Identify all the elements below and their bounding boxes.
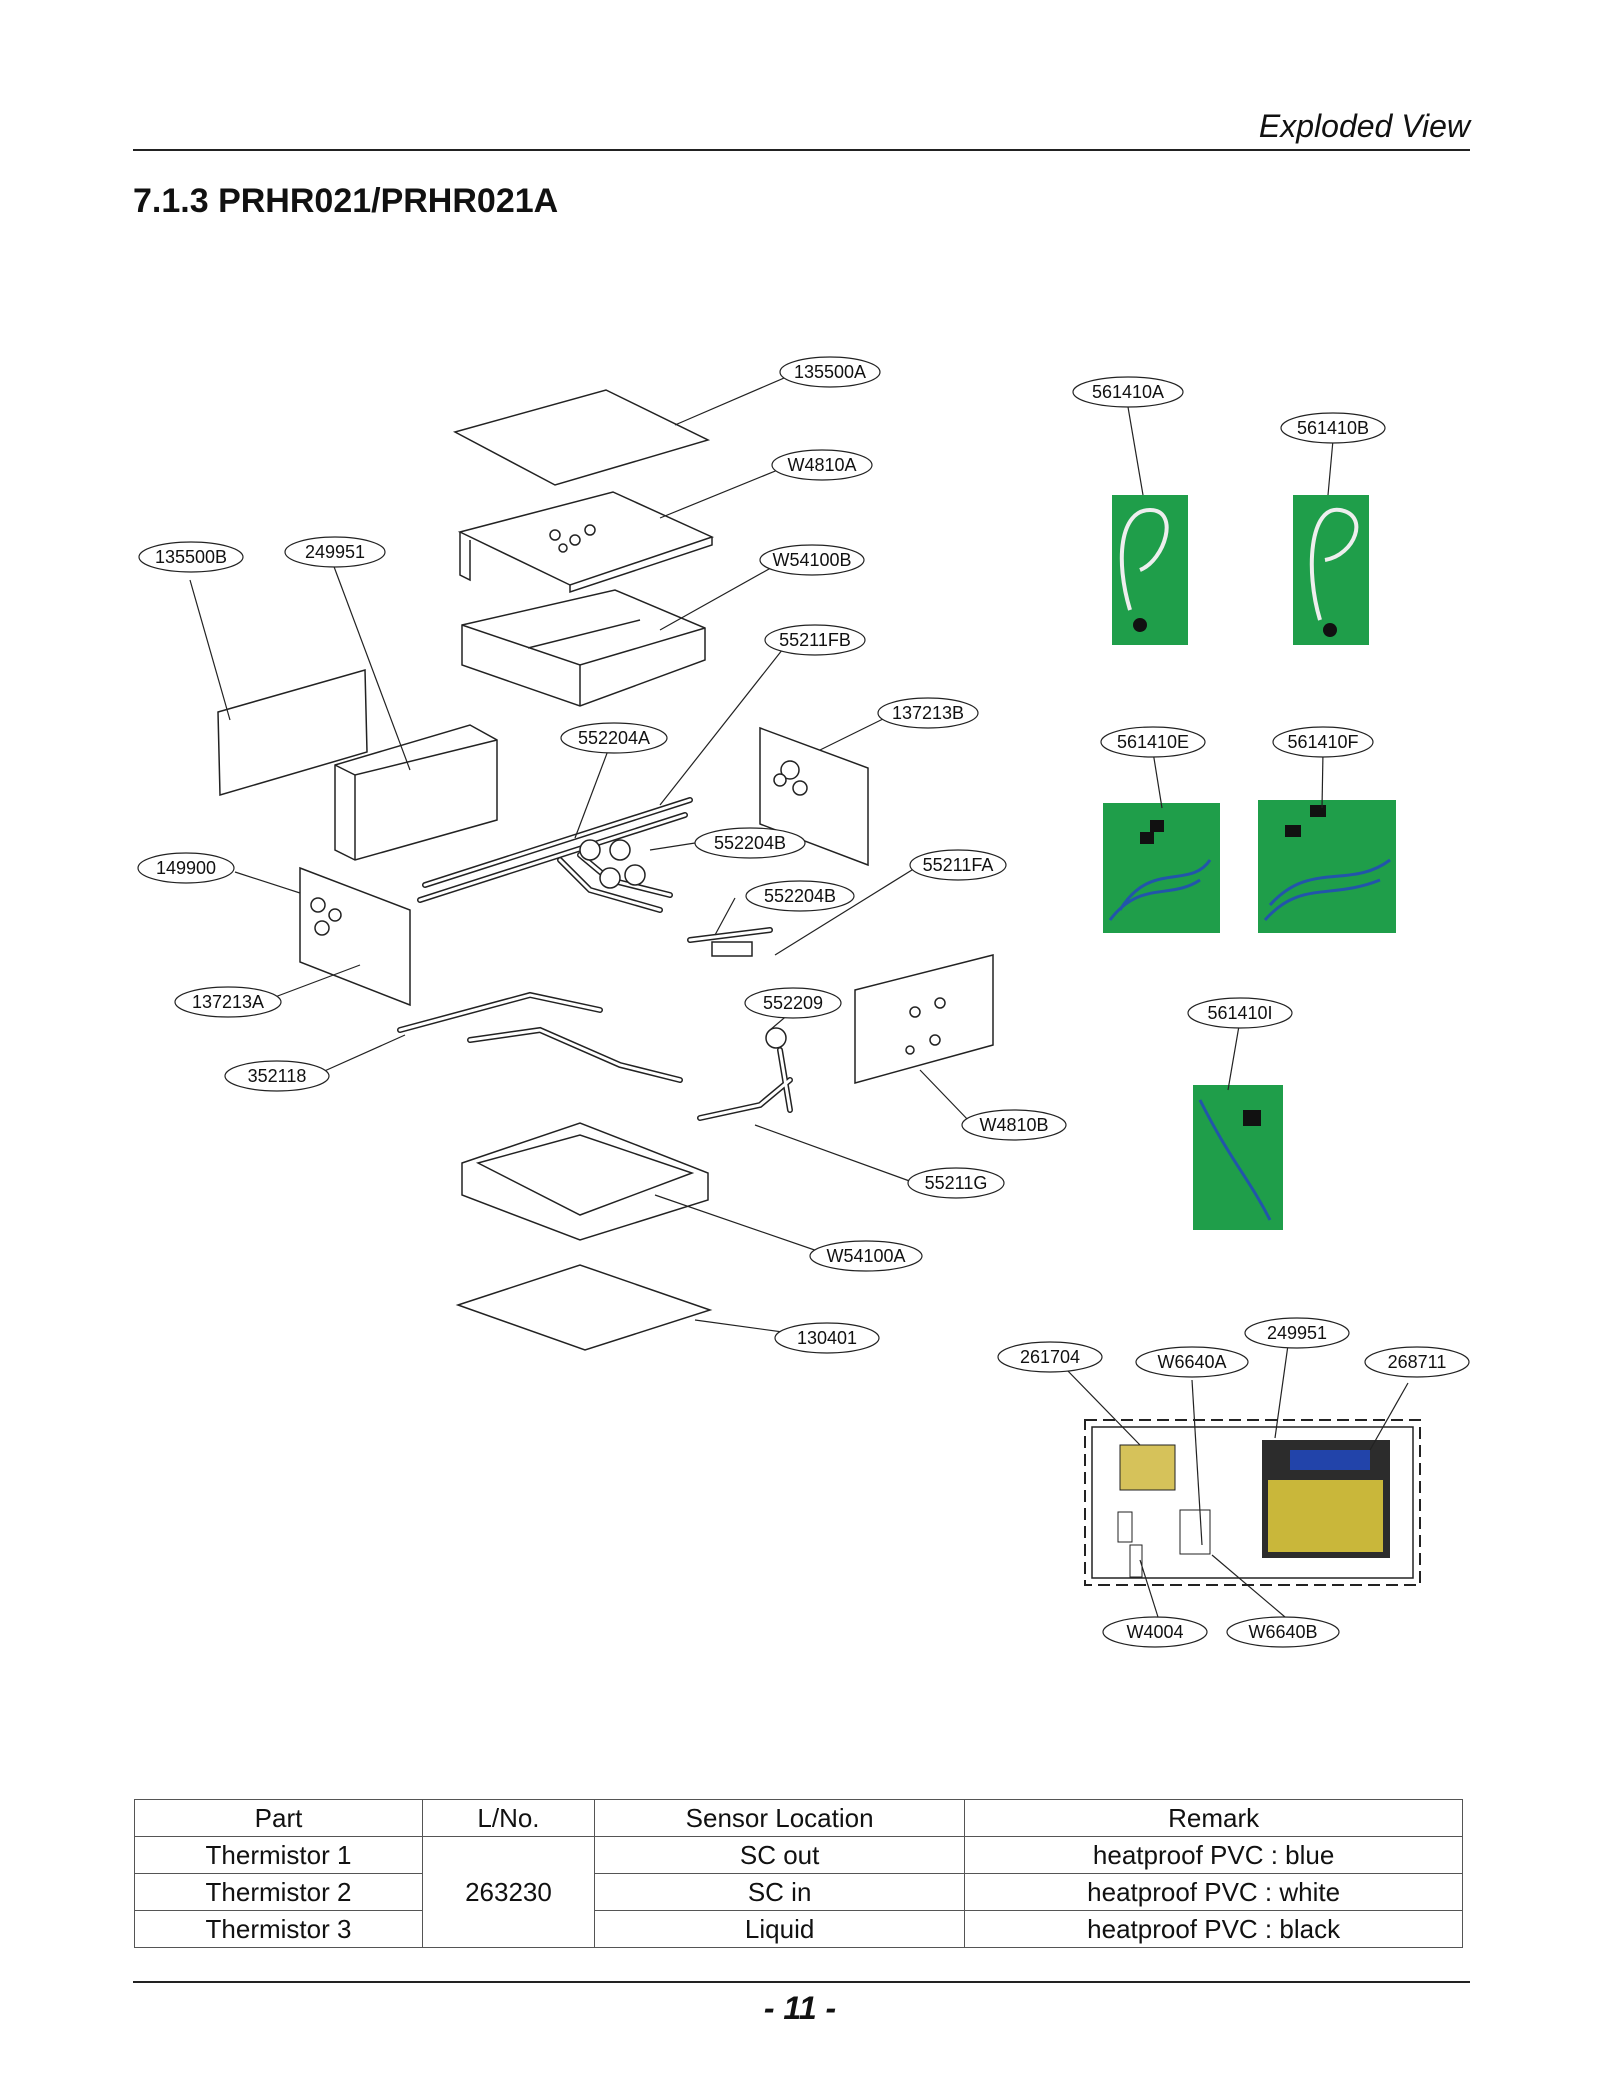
callout-561410A: 561410A xyxy=(1092,382,1164,402)
callout-249951-board: 249951 xyxy=(1267,1323,1327,1343)
control-box xyxy=(334,724,498,861)
callout-55211G: 55211G xyxy=(925,1173,988,1193)
side-panel-left xyxy=(217,669,368,796)
base-plate xyxy=(455,1264,713,1351)
control-board-assembly xyxy=(1084,1419,1421,1586)
callout-552204B-2: 552204B xyxy=(764,886,836,906)
callout-W4004: W4004 xyxy=(1126,1622,1183,1642)
table-header-row: Part L/No. Sensor Location Remark xyxy=(134,1799,1463,1837)
callout-W54100A: W54100A xyxy=(826,1246,905,1266)
col-header-remark: Remark xyxy=(964,1799,1463,1837)
photo-561410B xyxy=(1293,495,1369,645)
callout-W6640A: W6640A xyxy=(1157,1352,1226,1372)
callout-W6640B: W6640B xyxy=(1248,1622,1317,1642)
callout-W4810B: W4810B xyxy=(979,1115,1048,1135)
lower-tray xyxy=(461,1122,709,1241)
cell-remark: heatproof PVC : white xyxy=(964,1873,1463,1911)
callout-130401: 130401 xyxy=(797,1328,857,1348)
callout-552204A: 552204A xyxy=(578,728,650,748)
callout-561410F: 561410F xyxy=(1287,732,1358,752)
cell-lno: 263230 xyxy=(421,1836,595,1948)
callout-552204B-1: 552204B xyxy=(714,833,786,853)
harness-photos xyxy=(1103,495,1396,1230)
callout-137213A: 137213A xyxy=(192,992,264,1012)
thermistor-table: Part L/No. Sensor Location Remark Thermi… xyxy=(134,1799,1463,1948)
callout-135500A: 135500A xyxy=(794,362,866,382)
footer-rule xyxy=(133,1981,1470,1983)
callout-W4810A: W4810A xyxy=(787,455,856,475)
upper-plate xyxy=(457,491,715,586)
col-header-lno: L/No. xyxy=(421,1799,595,1837)
photo-561410F xyxy=(1258,800,1396,933)
exploded-view-diagram: 135500A W4810A W54100B 55211FB 137213B 1… xyxy=(137,356,1470,1648)
section-name: Exploded View xyxy=(1258,108,1470,144)
page-title: 7.1.3 PRHR021/PRHR021A xyxy=(133,182,559,220)
callout-352118: 352118 xyxy=(248,1066,307,1086)
cell-part: Thermistor 2 xyxy=(134,1873,423,1911)
callout-135500B: 135500B xyxy=(155,547,227,567)
callout-55211FB: 55211FB xyxy=(779,630,851,650)
cell-sensor: Liquid xyxy=(593,1910,966,1948)
callout-149900: 149900 xyxy=(156,858,216,878)
col-header-sensor: Sensor Location xyxy=(593,1799,966,1837)
upper-box xyxy=(461,589,706,707)
col-header-part: Part xyxy=(134,1799,423,1837)
callout-55211FA: 55211FA xyxy=(923,855,994,875)
photo-561410I xyxy=(1193,1085,1283,1230)
cell-sensor: SC out xyxy=(593,1836,966,1874)
cell-remark: heatproof PVC : black xyxy=(964,1910,1463,1948)
cell-part: Thermistor 1 xyxy=(134,1836,423,1874)
top-cover xyxy=(452,389,711,486)
side-panel-front xyxy=(299,866,411,1007)
callout-268711: 268711 xyxy=(1388,1352,1447,1372)
callout-W54100B: W54100B xyxy=(772,550,851,570)
callout-561410E: 561410E xyxy=(1117,732,1189,752)
rear-panel xyxy=(854,954,994,1084)
table-row: Thermistor 1 263230 SC out heatproof PVC… xyxy=(134,1836,1463,1948)
page-number: - 11 - xyxy=(763,1990,837,2026)
callout-561410B: 561410B xyxy=(1297,418,1369,438)
callout-261704: 261704 xyxy=(1020,1347,1080,1367)
cell-remark: heatproof PVC : blue xyxy=(964,1836,1463,1874)
callout-249951-top: 249951 xyxy=(305,542,365,562)
callout-137213B: 137213B xyxy=(892,703,964,723)
callout-552209: 552209 xyxy=(763,993,823,1013)
photo-561410A xyxy=(1112,495,1188,645)
callout-561410I: 561410I xyxy=(1207,1003,1272,1023)
header-rule xyxy=(133,149,1470,151)
table-row: Thermistor 3 Liquid heatproof PVC : blac… xyxy=(134,1910,1463,1948)
table-row: Thermistor 2 SC in heatproof PVC : white xyxy=(134,1873,1463,1911)
cell-sensor: SC in xyxy=(593,1873,966,1911)
cell-part: Thermistor 3 xyxy=(134,1910,423,1948)
